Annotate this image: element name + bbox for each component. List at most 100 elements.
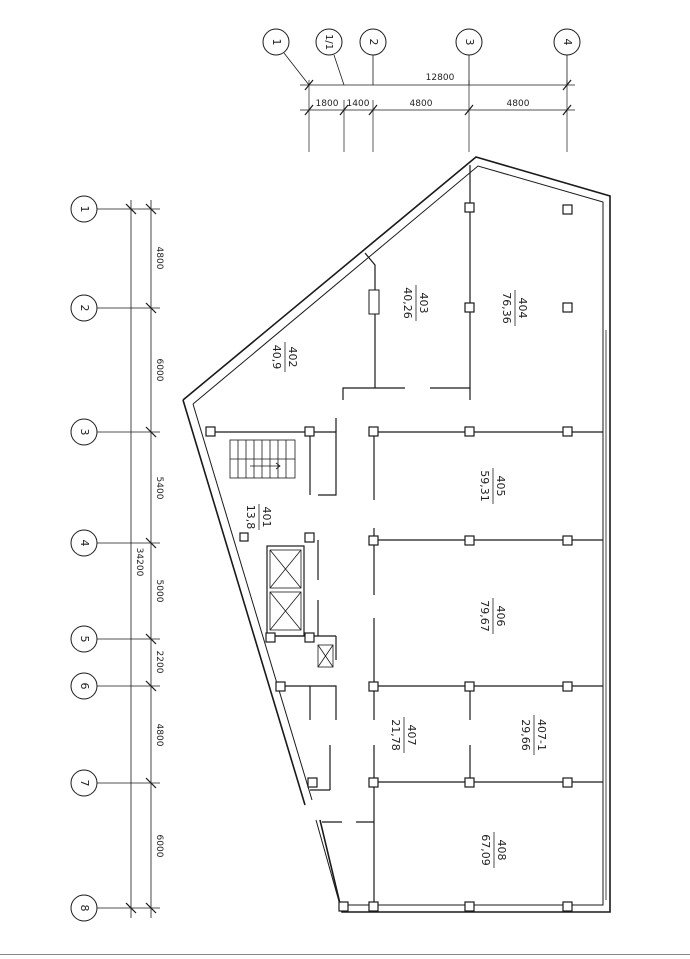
room-number: 406 [494, 606, 507, 627]
room-number: 407-1 [535, 719, 548, 751]
left-axis-label: 3 [78, 429, 91, 436]
column [464, 681, 475, 692]
room-number: 407 [405, 725, 418, 746]
left-axis-8: 8 [70, 894, 160, 922]
room-area: 40,9 [270, 345, 283, 370]
column [464, 202, 475, 213]
column [368, 901, 379, 912]
bottom-rule [0, 954, 690, 955]
elevator-shaft-block [266, 545, 305, 637]
room-402: 402 40,9 [270, 342, 299, 372]
top-axis-label: 4 [561, 39, 574, 46]
top-axis-label: 1/1 [323, 34, 334, 50]
left-dim-ticks [125, 203, 157, 914]
left-axis-markers: 1 2 3 4 5 6 7 [70, 195, 160, 922]
top-dim-segment: 4800 [507, 99, 530, 109]
left-dim-segment: 6000 [154, 835, 164, 858]
column [338, 901, 349, 912]
column [304, 532, 315, 543]
building-outline [182, 156, 611, 913]
corridor-wall-top-left [342, 387, 405, 400]
room-area: 76,36 [500, 292, 513, 324]
left-axis-label: 8 [78, 905, 91, 912]
column [275, 681, 286, 692]
room-number: 401 [260, 507, 273, 528]
axis-leader [333, 54, 345, 86]
top-axis-label: 3 [463, 39, 476, 46]
left-facade-outer [182, 399, 306, 806]
room-401: 401 13,8 [244, 504, 273, 530]
top-dim-segment: 4800 [410, 99, 433, 109]
column [464, 302, 475, 313]
top-dim-segment: 1800 [316, 99, 339, 109]
left-axis-7: 7 [70, 769, 160, 797]
left-dim-segment: 4800 [154, 247, 164, 270]
left-axis-3: 3 [70, 418, 160, 446]
room-area: 40,26 [401, 287, 414, 319]
room-number: 402 [286, 347, 299, 368]
room-area: 21,78 [389, 719, 402, 751]
left-axis-1: 1 [70, 195, 160, 223]
column [368, 426, 379, 437]
left-axis-label: 1 [78, 206, 91, 213]
column [304, 632, 315, 643]
top-dimension-chain: 12800 1800 1400 4800 4800 [300, 73, 575, 152]
left-axis-2: 2 [70, 294, 160, 322]
left-axis-label: 6 [78, 683, 91, 690]
partition-mark [368, 289, 380, 315]
top-axis-markers: 1 1/1 2 3 4 [262, 28, 581, 86]
left-axis-label: 2 [78, 305, 91, 312]
room-number: 405 [494, 476, 507, 497]
column [368, 535, 379, 546]
elevators [269, 549, 334, 668]
room-407-1: 407-1 29,66 [519, 715, 548, 755]
interior-walls [210, 165, 603, 905]
top-axis-label: 1 [270, 39, 283, 46]
top-axis-4: 4 [553, 28, 581, 85]
left-facade-inner [192, 403, 313, 801]
left-axis-5: 5 [70, 625, 160, 653]
column [304, 426, 315, 437]
top-axis-3: 3 [455, 28, 483, 85]
room-403: 403 40,26 [401, 285, 430, 321]
column [368, 777, 379, 788]
shaft-small [317, 644, 334, 668]
exterior-wall-outer [182, 156, 611, 913]
room-number: 404 [516, 298, 529, 319]
left-dim-segment: 5000 [154, 580, 164, 603]
left-axis-label: 5 [78, 636, 91, 643]
left-overall-dim: 34200 [134, 548, 144, 577]
column [562, 426, 573, 437]
column [307, 777, 318, 788]
top-overall-dim: 12800 [426, 73, 455, 83]
left-dim-segment: 6000 [154, 359, 164, 382]
room-area: 13,8 [244, 505, 257, 530]
lower-core-wall [280, 685, 337, 720]
room-408: 408 67,09 [479, 832, 508, 868]
column [562, 681, 573, 692]
left-dimension-chain: 34200 4800 6000 5400 5000 2200 4800 6000 [125, 200, 164, 918]
room-406: 406 79,67 [478, 598, 507, 634]
room-407: 407 21,78 [389, 717, 418, 753]
column [239, 532, 249, 542]
room-labels: 401 13,8 402 40,9 403 40,26 404 76,36 40… [244, 285, 548, 868]
column [464, 901, 475, 912]
column [205, 426, 216, 437]
corridor-wall-top-right [430, 387, 471, 400]
column [464, 535, 475, 546]
column [562, 302, 573, 313]
column [265, 632, 276, 643]
top-axis-2: 2 [359, 28, 387, 85]
column [562, 777, 573, 788]
elevator-car-1 [269, 549, 302, 589]
column [368, 681, 379, 692]
room-404: 404 76,36 [500, 290, 529, 326]
column [562, 535, 573, 546]
left-axis-label: 4 [78, 540, 91, 547]
room-405: 405 59,31 [478, 468, 507, 504]
room-area: 79,67 [478, 600, 491, 632]
column [464, 426, 475, 437]
stair-arrow-head [275, 462, 281, 470]
column [562, 204, 573, 215]
